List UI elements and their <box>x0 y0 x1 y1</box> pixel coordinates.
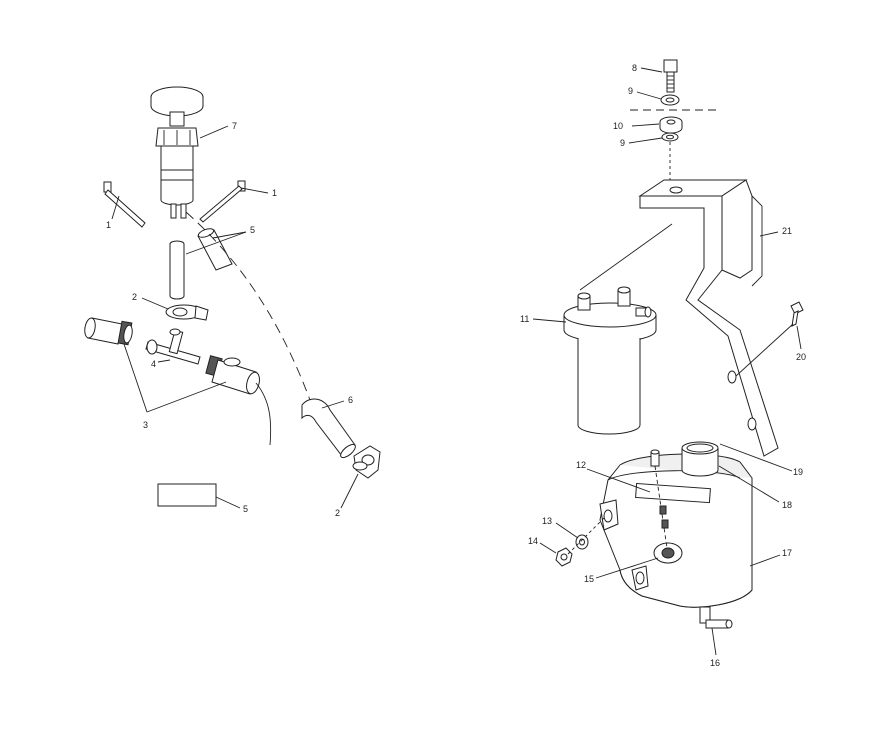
callout-16: 16 <box>710 658 720 668</box>
bolt-20 <box>790 301 804 327</box>
washer-upper <box>660 94 680 106</box>
right-leaders <box>532 67 802 656</box>
left-leaders <box>111 125 359 509</box>
callout-3: 3 <box>143 420 148 430</box>
callout-10a: 10 <box>613 121 623 131</box>
callout-4: 4 <box>151 359 156 369</box>
fuel-line-left <box>84 317 133 346</box>
callout-2a: 2 <box>132 292 137 302</box>
decal-label <box>157 483 217 507</box>
callout-13: 13 <box>542 516 552 526</box>
primer-pump <box>150 86 204 219</box>
callout-11: 11 <box>520 314 529 324</box>
callout-5b: 5 <box>243 504 248 514</box>
callout-9a: 9 <box>628 86 633 96</box>
hose-vertical <box>169 240 185 300</box>
callout-19: 19 <box>793 467 803 477</box>
callout-15: 15 <box>584 574 594 584</box>
callout-18: 18 <box>782 500 792 510</box>
callout-20: 20 <box>796 352 806 362</box>
hose-curved <box>301 398 356 459</box>
hose-angled <box>197 228 233 271</box>
callout-5: 5 <box>250 225 255 235</box>
washer-lower <box>661 132 679 142</box>
bracket <box>638 179 779 457</box>
clamp-lower <box>352 445 381 479</box>
callout-14: 14 <box>528 536 538 546</box>
small-fittings <box>659 505 669 529</box>
callout-9b: 9 <box>620 138 625 148</box>
oil-tank <box>599 441 753 629</box>
fuel-line <box>185 211 311 401</box>
callout-17: 17 <box>782 548 792 558</box>
nut-14 <box>555 547 573 567</box>
callout-2b: 2 <box>335 508 340 518</box>
filter-canister <box>563 286 657 435</box>
cable-tie-left <box>103 181 146 228</box>
inline-filter <box>205 355 272 446</box>
callout-21: 21 <box>782 226 792 236</box>
callout-12: 12 <box>576 460 586 470</box>
callout-8: 8 <box>632 63 637 73</box>
nut-path <box>567 517 605 555</box>
tee-fitting <box>145 328 201 365</box>
clamp-upper <box>165 304 209 321</box>
callout-1b: 1 <box>272 188 277 198</box>
callout-1a: 1 <box>106 220 111 230</box>
callout-6: 6 <box>348 395 353 405</box>
spacer <box>659 116 683 134</box>
cable-tie-right <box>199 180 246 223</box>
bolt-20-path <box>735 323 794 377</box>
washer-13 <box>575 534 589 550</box>
callout-7: 7 <box>232 121 237 131</box>
bolt <box>663 59 678 93</box>
